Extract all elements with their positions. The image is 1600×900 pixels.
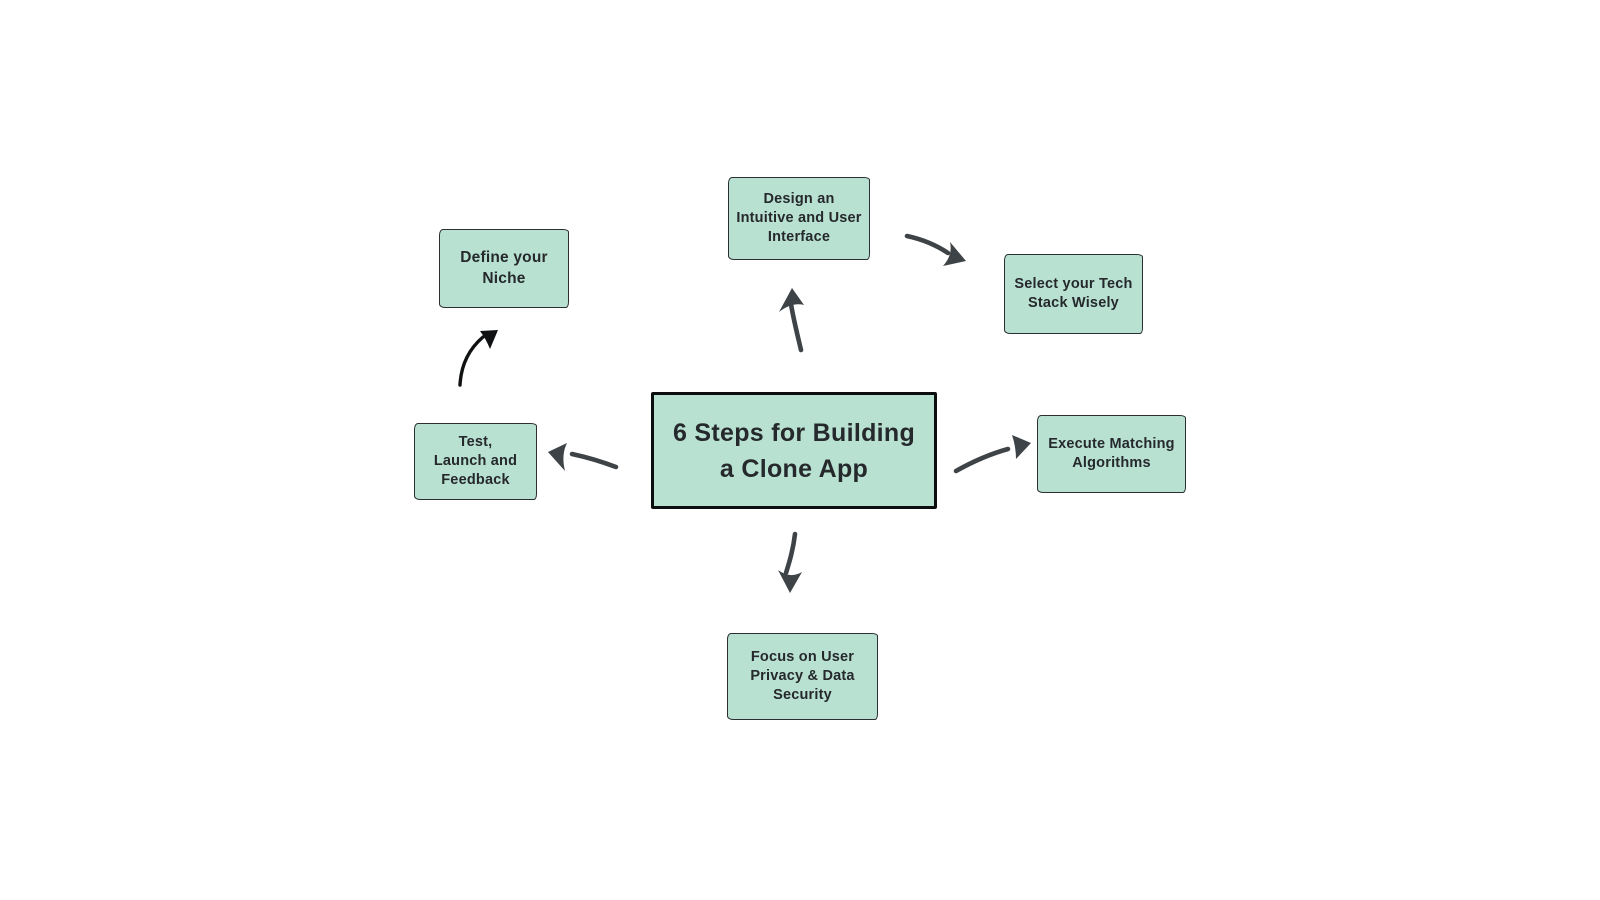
arrow-center-to-execute-icon [953,435,1031,474]
node-define-niche: Define your Niche [439,229,569,308]
node-privacy-security: Focus on User Privacy & Data Security [727,633,878,720]
arrow-center-to-focus-icon [778,531,802,593]
node-design-interface: Design an Intuitive and User Interface [728,177,870,260]
arrow-center-to-test-icon [548,443,619,471]
node-matching-algorithms: Execute Matching Algorithms [1037,415,1186,493]
node-center-title: 6 Steps for Building a Clone App [651,392,937,509]
arrow-center-to-design-icon [779,288,804,353]
node-test-launch-feedback: Test, Launch and Feedback [414,423,537,500]
arrow-test-to-define-icon [458,330,498,387]
node-tech-stack: Select your Tech Stack Wisely [1004,254,1143,334]
arrow-design-to-select-icon [904,233,966,266]
